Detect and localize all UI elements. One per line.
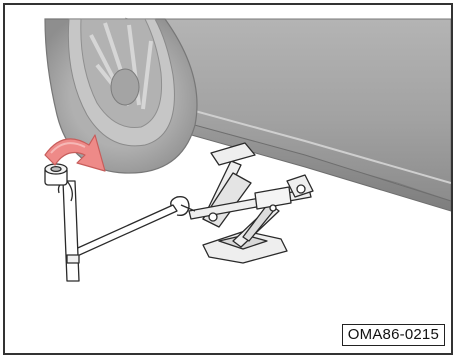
jack-crank-handle-icon (45, 164, 177, 281)
figure-code-label: OMA86-0215 (342, 324, 445, 346)
jack-usage-illustration (5, 5, 451, 353)
figure-frame: OMA86-0215 (3, 3, 453, 355)
